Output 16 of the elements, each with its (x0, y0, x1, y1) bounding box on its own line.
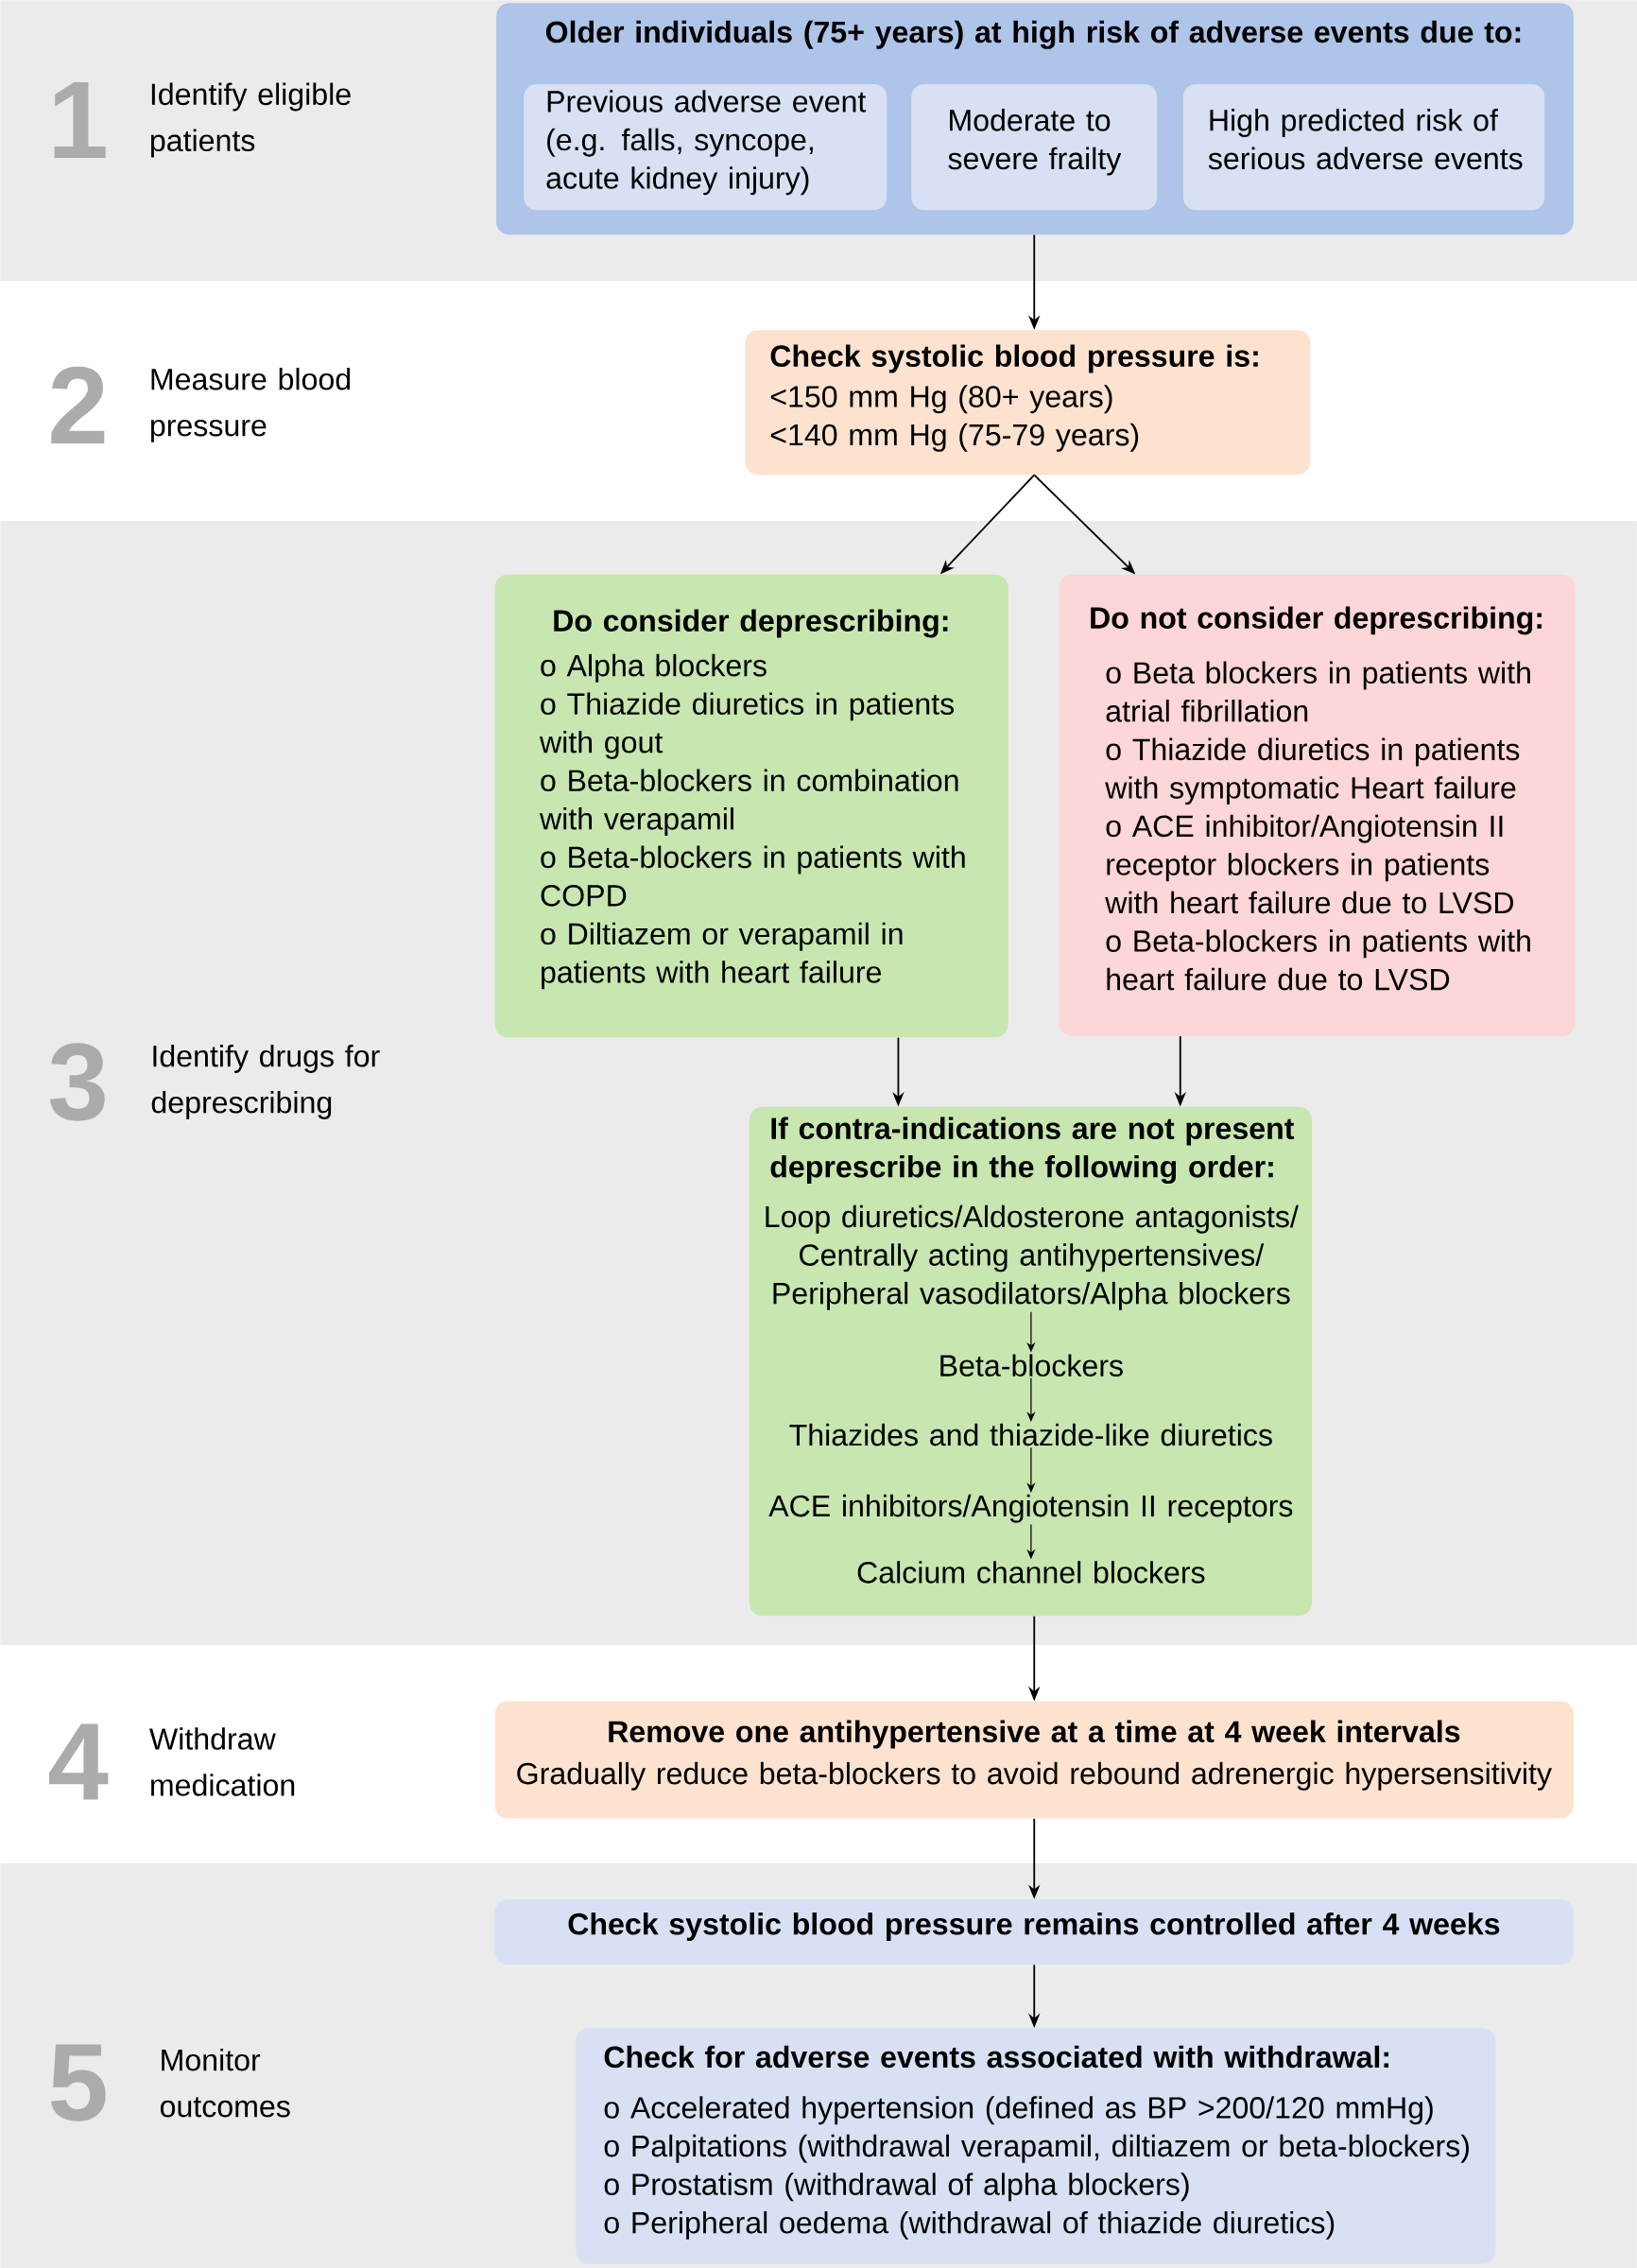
process-box: Check systolic blood pressure is: <150 mm Hg (80+ years) <140 mm Hg (75-79 years) (745, 330, 1311, 476)
process-box: Previous adverse event (e.g. falls, syncope, acute kidney injury) (524, 84, 887, 211)
process-box: Check systolic blood pressure remains controlled after 4 weeks (494, 1899, 1574, 1965)
process-box: High predicted risk of serious adverse events (1182, 84, 1545, 211)
list-item: ACE inhibitors/Angiotensin II receptors (768, 1494, 1293, 1523)
list-item: Calcium channel blockers (857, 1561, 1205, 1584)
process-box: Do not consider deprescribing: o Beta blockers in patients with atrial fibrillation o Thiazide diuretics in patients with symptomatic Heart failure o ACE inhibitor/Angiotensin II receptor blockers in patients with heart failure due to LVSD o Beta-blockers in patients with heart failure due to LVSD (1059, 574, 1576, 1036)
process-box: Remove one antihypertensive at a time at 4 week intervals Gradually reduce beta-blockers to avoid rebound adrenergic hypersensitivity (494, 1701, 1574, 1819)
process-box: Moderate to severe frailty (911, 84, 1158, 211)
step-heading: 4 Withdraw medication (49, 1723, 295, 1800)
step-heading: 2 Measure blood pressure (51, 366, 351, 443)
process-box: Check for adverse events associated with withdrawal: o Accelerated hypertension (defined as BP >200/120 mmHg) o Palpitations (withdrawal verapamil, diltiazem or beta-blockers) o Prostatism (withdrawal of alpha blockers) o Peripheral oedema (withdrawal of thiazide diuretics) (576, 2028, 1496, 2264)
list-item: Thiazides and thiazide-like diuretics (789, 1423, 1272, 1446)
process-box: Do consider deprescribing: o Alpha blockers o Thiazide diuretics in patients with gout o Beta-blockers in combination with verapamil o Beta-blockers in patients with COPD o Diltiazem or verapamil in patients with heart failure (494, 574, 1008, 1038)
list-item: Loop diuretics/Aldosterone antagonists/ Centrally acting antihypertensives/ Peripheral vasodilators/Alpha blockers (766, 1204, 1299, 1310)
list-item: Beta-blockers (940, 1354, 1123, 1376)
